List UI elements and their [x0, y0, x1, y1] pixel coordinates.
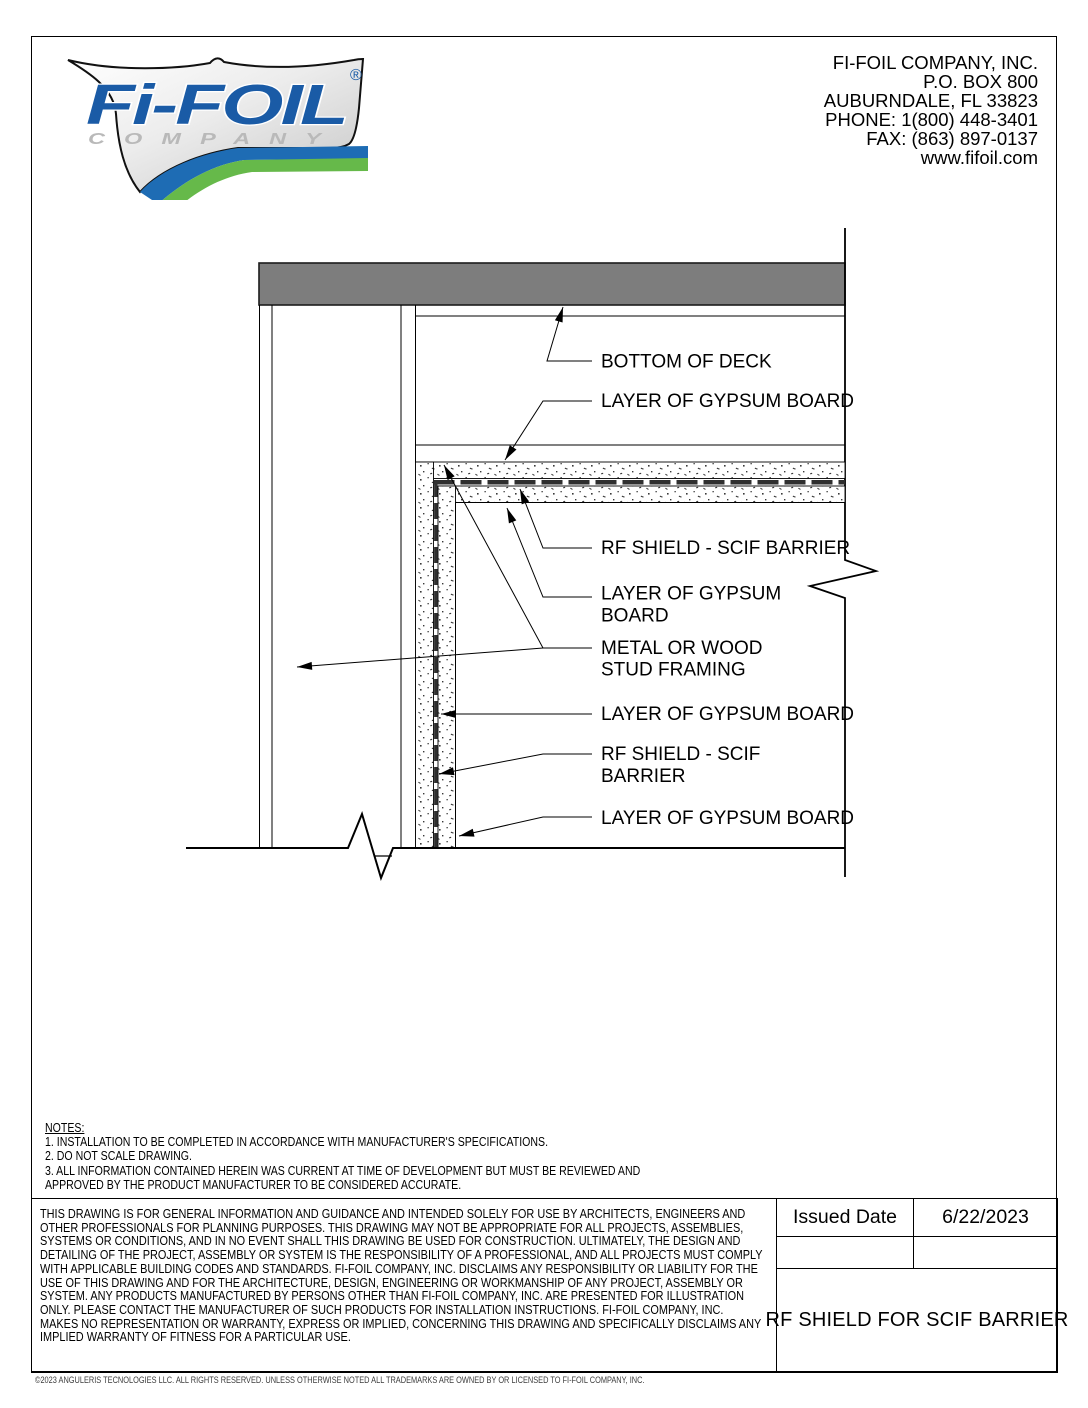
label-gypsum-wall-outer: LAYER OF GYPSUM BOARD — [601, 808, 854, 829]
copyright-footer: ©2023 ANGULERIS TECNOLOGIES LLC. ALL RIG… — [35, 1375, 935, 1385]
note-item-3: 3. ALL INFORMATION CONTAINED HEREIN WAS … — [45, 1163, 641, 1192]
title-block-empty-cell-2 — [914, 1237, 1057, 1268]
copyright-text: ©2023 ANGULERIS TECNOLOGIES LLC. ALL RIG… — [35, 1375, 645, 1385]
label-rf-shield-wall-l2: BARRIER — [601, 766, 685, 787]
floor-line — [186, 811, 845, 882]
fifoil-logo: Fi-FOIL ® COMPANY — [67, 57, 368, 200]
drawing-title: RF SHIELD FOR SCIF BARRIER — [765, 1308, 1069, 1331]
logo-company-word: COMPANY — [88, 131, 340, 148]
wall-gypsum-outer — [415, 461, 434, 849]
logo-swoosh-green — [162, 158, 368, 200]
company-fax: FAX: (863) 897-0137 — [866, 127, 1038, 149]
logo-badge-shape — [67, 57, 365, 194]
company-city: AUBURNDALE, FL 33823 — [823, 89, 1038, 111]
note-item-1: 1. INSTALLATION TO BE COMPLETED IN ACCOR… — [45, 1135, 549, 1150]
label-bottom-of-deck: BOTTOM OF DECK — [601, 352, 772, 373]
leader-gypsum-wall-outer — [458, 816, 592, 837]
room-face-lines — [455, 502, 845, 848]
right-section-cut-line — [806, 228, 880, 877]
ceiling-gypsum-upper — [415, 461, 846, 479]
label-stud-framing-l1: METAL OR WOOD — [601, 638, 763, 659]
notes-section: NOTES: 1. INSTALLATION TO BE COMPLETED I… — [45, 1121, 755, 1192]
logo-registered-mark: ® — [350, 67, 362, 84]
label-gypsum-wall-inner: LAYER OF GYPSUM BOARD — [601, 704, 854, 725]
leader-rf-shield-ceiling — [519, 488, 592, 549]
leader-gypsum-ceiling-bottom — [506, 507, 592, 598]
issued-date-label: Issued Date — [777, 1199, 914, 1236]
label-rf-shield-wall-l1: RF SHIELD - SCIF — [601, 744, 760, 765]
disclaimer-box: THIS DRAWING IS FOR GENERAL INFORMATION … — [31, 1198, 777, 1373]
note-item-2: 2. DO NOT SCALE DRAWING. — [45, 1149, 192, 1164]
company-website: www.fifoil.com — [920, 146, 1038, 168]
leader-bottom-of-deck — [546, 306, 592, 362]
logo-swoosh-blue — [140, 146, 368, 200]
leader-stud-framing-cavity — [296, 647, 544, 670]
wall-left-face-lines — [259, 305, 273, 848]
leader-gypsum-ceiling-top — [504, 400, 592, 461]
company-info-block: FI-FOIL COMPANY, INC. P.O. BOX 800 AUBUR… — [823, 52, 1038, 168]
wall-gypsum-inner — [437, 485, 456, 849]
deck-slab — [258, 262, 846, 306]
ceiling-gypsum-lower — [437, 485, 846, 503]
company-name: FI-FOIL COMPANY, INC. — [832, 52, 1038, 73]
leader-rf-shield-wall — [438, 753, 592, 776]
label-gypsum-ceiling-top: LAYER OF GYPSUM BOARD — [601, 391, 854, 412]
title-block: Issued Date 6/22/2023 RF SHIELD FOR SCIF… — [765, 1198, 1069, 1373]
title-block-empty-cell-1 — [777, 1237, 914, 1268]
label-stud-framing-l2: STUD FRAMING — [601, 660, 746, 681]
logo-brand-text: Fi-FOIL — [86, 73, 346, 137]
company-pobox: P.O. BOX 800 — [923, 70, 1038, 92]
issued-date-value: 6/22/2023 — [942, 1206, 1029, 1228]
company-phone: PHONE: 1(800) 448-3401 — [825, 108, 1038, 130]
disclaimer-text: THIS DRAWING IS FOR GENERAL INFORMATION … — [40, 1206, 763, 1345]
notes-heading: NOTES: — [45, 1121, 85, 1135]
label-gypsum-ceiling-bottom-l1: LAYER OF GYPSUM — [601, 584, 781, 605]
label-rf-shield-ceiling: RF SHIELD - SCIF BARRIER — [601, 538, 850, 559]
label-gypsum-ceiling-bottom-l2: BOARD — [601, 606, 669, 627]
